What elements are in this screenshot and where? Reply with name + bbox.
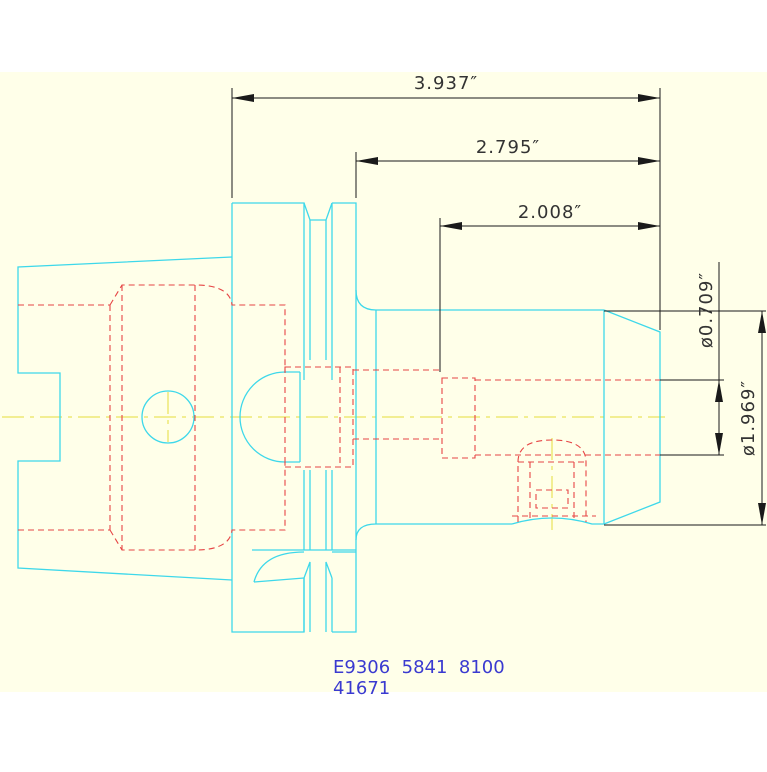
arrowhead — [715, 380, 723, 402]
retention-curve — [253, 551, 356, 583]
part-number-line-2: 41671 — [333, 678, 390, 699]
hidden-bore-bottom — [109, 462, 286, 551]
arrowhead — [232, 94, 254, 102]
cross-hole — [141, 390, 195, 444]
arrowhead — [758, 503, 766, 525]
dim-label-body-diameter: ø1.969″ — [738, 380, 759, 456]
arrowhead — [440, 222, 462, 230]
front-chamfer — [603, 309, 661, 525]
arrowhead — [758, 311, 766, 333]
hidden-pocket — [284, 366, 354, 468]
arrowhead — [715, 433, 723, 455]
hidden-bore-top — [109, 284, 286, 372]
part-number-line-1: E9306 5841 8100 — [333, 657, 505, 678]
dim-label-bore-depth: 2.008″ — [518, 202, 582, 223]
part-outline — [17, 202, 661, 633]
arrowhead — [638, 157, 660, 165]
dimensions: 3.937″ 2.795″ 2.008″ ø0.709″ ø1.969″ — [231, 73, 766, 526]
dim-label-flange-to-tip: 2.795″ — [476, 137, 540, 158]
taper-shank — [17, 256, 233, 581]
drive-pocket — [239, 371, 300, 463]
drawing-area — [0, 72, 767, 692]
arrowhead — [356, 157, 378, 165]
arrowhead — [638, 94, 660, 102]
hidden-set-screw — [517, 439, 587, 522]
hidden-tool-bore — [441, 377, 476, 459]
hidden-lines — [18, 284, 660, 551]
groove-bottom — [303, 561, 333, 632]
flange-right-side — [332, 290, 357, 633]
arrowhead — [638, 222, 660, 230]
screw-seat — [511, 517, 604, 525]
groove-top — [303, 202, 333, 221]
dim-label-overall-length: 3.937″ — [414, 73, 478, 94]
dim-label-bore-diameter: ø0.709″ — [696, 272, 717, 348]
